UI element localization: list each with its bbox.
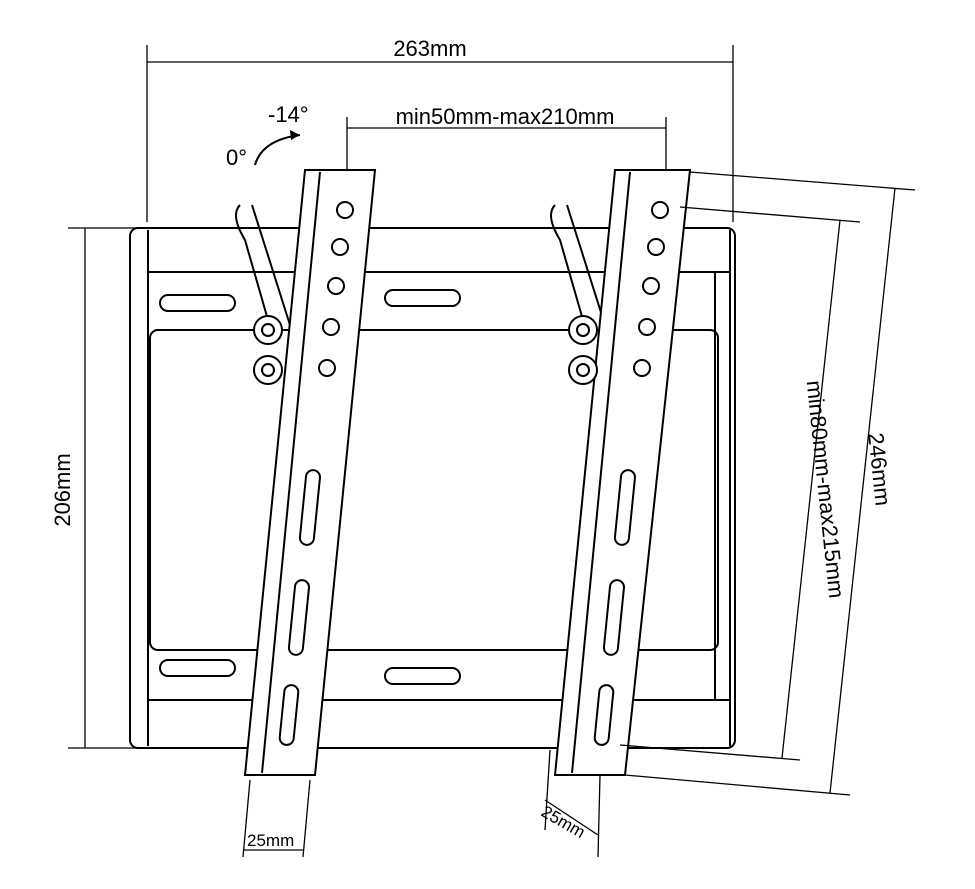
right-bracket-width-label: 25mm (538, 802, 588, 842)
tilt-annotation: -14° 0° (226, 102, 309, 170)
right-bracket (553, 169, 692, 776)
right-hook-arm (550, 204, 584, 321)
vesa-vertical-label: min80mm-max215mm (802, 379, 850, 599)
vesa-horizontal-dimension: min50mm-max210mm (346, 104, 667, 178)
plate-height-dimension: 206mm (50, 227, 140, 749)
tilt-angle-label: -14° (268, 102, 309, 127)
bolts (253, 315, 598, 385)
left-bracket-width-dimension: 25mm (242, 779, 311, 858)
left-bracket (243, 169, 377, 776)
overall-width-dimension: 263mm (146, 36, 734, 222)
vesa-horizontal-label: min50mm-max210mm (396, 104, 615, 129)
zero-angle-label: 0° (226, 145, 247, 170)
left-hook-arm (235, 204, 269, 321)
tilt-arrow-icon (254, 134, 301, 166)
overall-width-label: 263mm (393, 36, 466, 61)
left-bracket-width-label: 25mm (247, 831, 294, 850)
plate-height-label: 206mm (50, 453, 75, 526)
bracket-length-label: 246mm (863, 431, 896, 507)
